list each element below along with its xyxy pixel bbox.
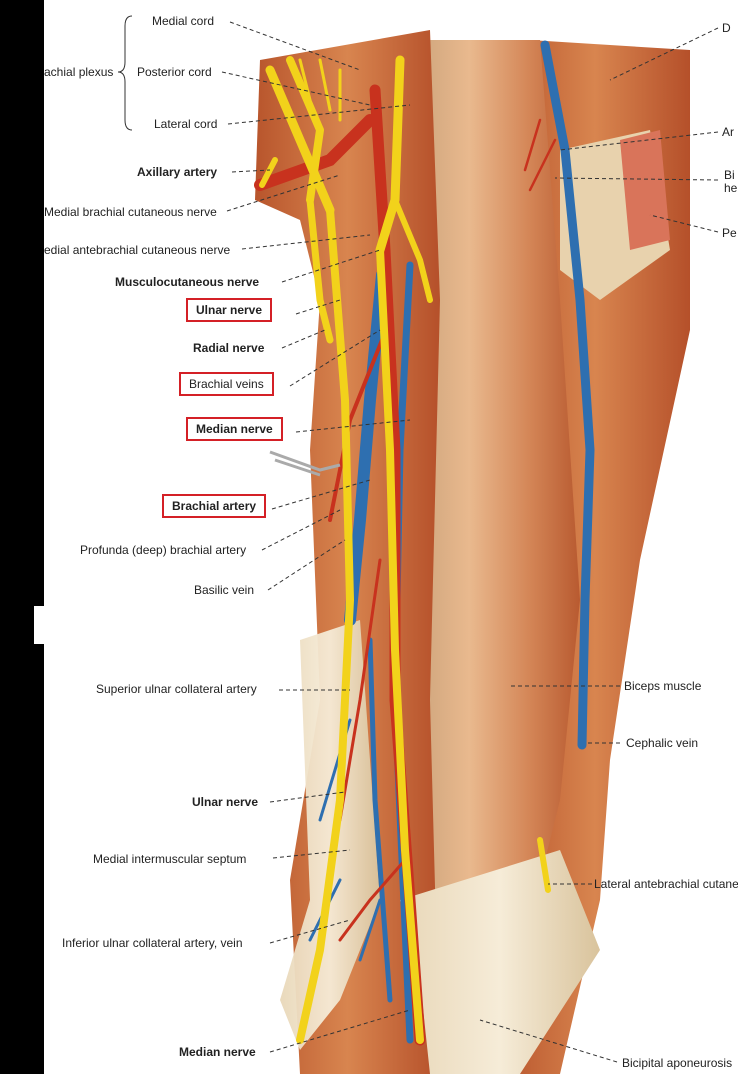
retractor-hook: [269, 450, 341, 477]
label-pectoralis-partial: Pe: [722, 226, 737, 240]
label-biceps-muscle: Biceps muscle: [624, 679, 702, 693]
ulnar-nerve: [296, 206, 354, 1044]
posterior-cord: [286, 56, 324, 204]
label-lateral-cord: Lateral cord: [154, 117, 218, 131]
medial-cord: [265, 65, 335, 215]
label-basilic-vein: Basilic vein: [194, 583, 255, 597]
musculocutaneous-nerve: [392, 197, 433, 303]
label-musculocutaneous: Musculocutaneous nerve: [115, 275, 260, 289]
cephalic-vein: [540, 40, 595, 750]
radial-nerve: [306, 196, 334, 344]
label-medial-cord: Medial cord: [152, 14, 215, 28]
median-nerve: [376, 246, 424, 1044]
axillary-artery: [254, 114, 376, 191]
label-lateral-antebrachial: Lateral antebrachial cutane: [594, 877, 738, 891]
label-deltoid-partial: D: [722, 21, 731, 35]
basilic-vein: [344, 269, 388, 626]
label-sup-ulnar-collateral: Superior ulnar collateral artery: [96, 682, 257, 696]
label-posterior-cord: Posterior cord: [137, 65, 212, 79]
label-profunda: Profunda (deep) brachial artery: [80, 543, 247, 557]
bicipital-aponeurosis: [400, 850, 600, 1074]
label-median-nerve-top: Median nerve: [186, 417, 283, 441]
label-axillary-artery: Axillary artery: [137, 165, 218, 179]
sup-ulnar-collateral: [338, 558, 382, 822]
label-medial-antebrachial-cutaneous: edial antebrachial cutaneous nerve: [44, 243, 231, 257]
label-brachial-plexus: achial plexus: [44, 65, 114, 79]
profunda-artery: [328, 318, 392, 522]
white-notch: [34, 606, 46, 644]
label-arm-partial: Ar: [722, 125, 734, 139]
brachial-plexus-brace: [117, 15, 133, 131]
label-medial-brachial-cutaneous: Medial brachial cutaneous nerve: [44, 205, 217, 219]
label-median-nerve-bottom: Median nerve: [179, 1045, 256, 1059]
label-ulnar-nerve-top: Ulnar nerve: [186, 298, 273, 322]
label-cephalic-vein: Cephalic vein: [626, 736, 699, 750]
label-medial-intermuscular: Medial intermuscular septum: [93, 852, 247, 866]
brachial-vein-2: [367, 637, 393, 1003]
label-brachial-artery: Brachial artery: [162, 494, 267, 518]
label-radial-nerve: Radial nerve: [193, 341, 265, 355]
label-ulnar-nerve-bottom: Ulnar nerve: [192, 795, 259, 809]
inf-ulnar-collateral: [338, 858, 407, 942]
black-side-bar: [0, 0, 44, 1074]
leader-lines: [221, 21, 719, 1063]
label-brachial-veins: Brachial veins: [179, 372, 274, 396]
biceps-muscle: [410, 40, 580, 1074]
lateral-antebrachial-nerve: [537, 837, 551, 893]
label-inf-ulnar-collateral: Inferior ulnar collateral artery, vein: [62, 936, 243, 950]
label-biceps-head-partial-1: Bi: [724, 168, 735, 182]
label-bicipital-aponeurosis: Bicipital aponeurosis: [622, 1056, 733, 1070]
label-biceps-head-partial-2: he: [724, 181, 738, 195]
